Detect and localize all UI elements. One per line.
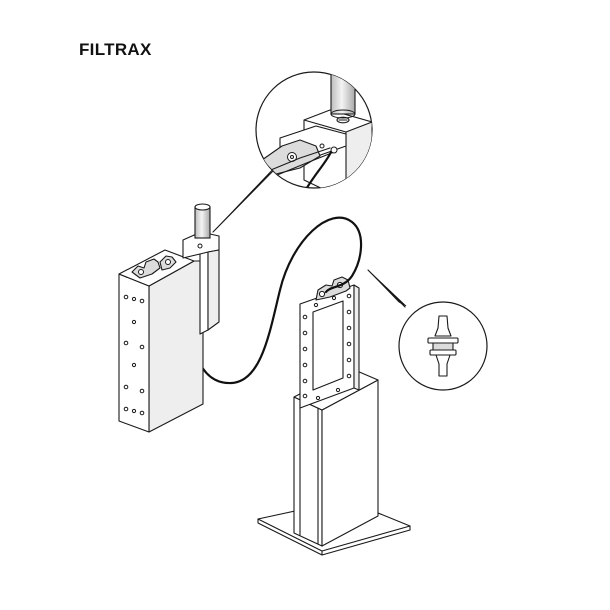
frame-opening (312, 300, 344, 391)
pedestal (257, 367, 411, 556)
diagram-title: FILTRAX (79, 40, 152, 59)
unit-side-panel (148, 260, 204, 433)
filter-frame (299, 276, 360, 409)
filter-unit (118, 203, 220, 433)
unit-bolt-holes (123, 294, 145, 416)
callout-pointers (212, 166, 407, 308)
hose-connector-detail (427, 315, 459, 377)
frame-bolt-holes (302, 293, 352, 401)
connecting-hose (184, 216, 363, 385)
top-detail-callout (255, 71, 373, 189)
unit-vertical-pipe (194, 203, 211, 239)
right-detail-callout (398, 301, 488, 391)
